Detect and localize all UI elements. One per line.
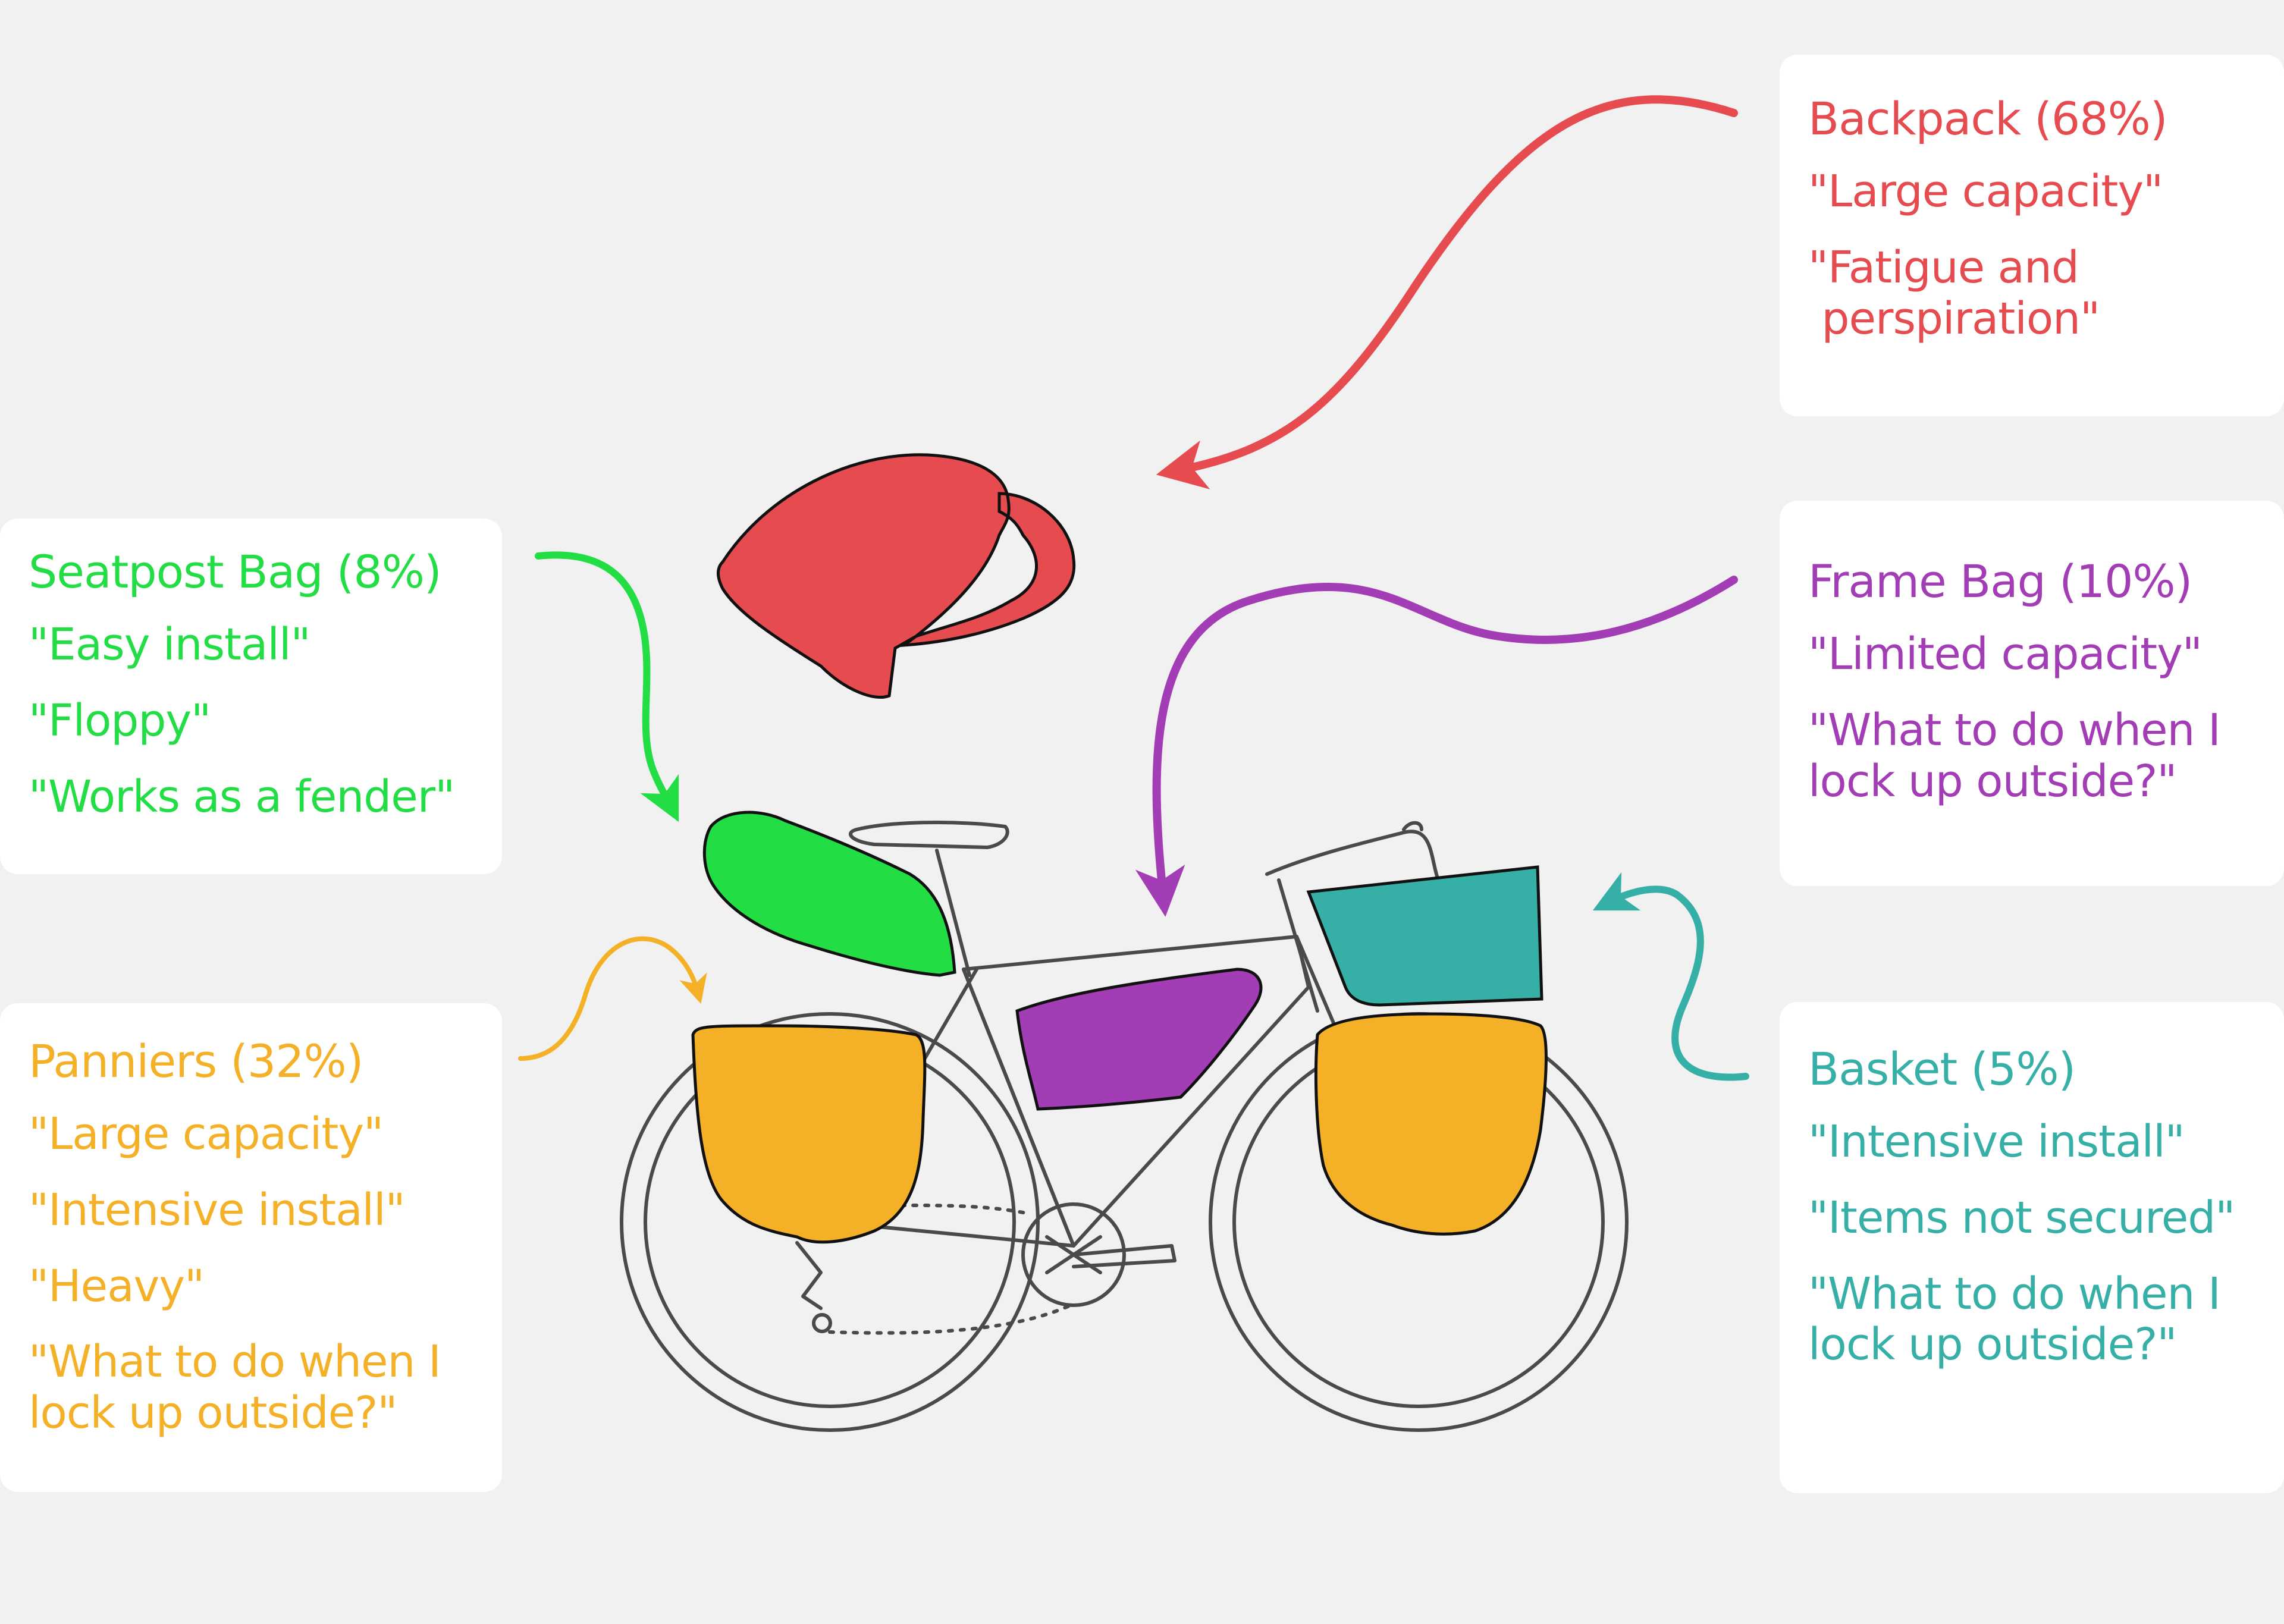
card-note: lock up outside?" [1808, 1319, 2177, 1371]
basket-card: Basket (5%) "Intensive install" "Items n… [1780, 1002, 2284, 1493]
arrow-icon [1135, 576, 1738, 917]
card-note: lock up outside?" [29, 1387, 397, 1439]
card-note: "Easy install" [29, 619, 311, 670]
seatpost-bag-card: Seatpost Bag (8%) "Easy install" "Floppy… [0, 519, 502, 874]
backpack-icon [717, 453, 1076, 699]
card-title: Backpack (68%) [1808, 92, 2168, 145]
frame-bag-icon [1015, 968, 1263, 1111]
card-title: Basket (5%) [1808, 1042, 2076, 1095]
backpack-card: Backpack (68%) "Large capacity" "Fatigue… [1780, 55, 2284, 416]
card-note: "What to do when I [1808, 1268, 2221, 1320]
card-note: "Works as a fender" [29, 771, 455, 822]
arrow-icon [1156, 95, 1738, 489]
card-note: "Limited capacity" [1808, 629, 2203, 680]
card-title: Seatpost Bag (8%) [29, 545, 442, 598]
card-note: "What to do when I [1808, 704, 2221, 756]
frame-bag-card: Frame Bag (10%) "Limited capacity" "What… [1780, 501, 2284, 886]
card-note: "Large capacity" [29, 1108, 384, 1160]
arrow-icon [535, 551, 679, 822]
arrow-icon [518, 936, 707, 1061]
card-note: "Large capacity" [1808, 166, 2163, 217]
card-note: "Intensive install" [29, 1184, 406, 1236]
card-note: "Heavy" [29, 1260, 205, 1312]
pannier-icon [1314, 1012, 1548, 1236]
seatpost-bag-icon [702, 811, 956, 977]
panniers-card: Panniers (32%) "Large capacity" "Intensi… [0, 1003, 502, 1492]
card-note: lock up outside?" [1808, 755, 2177, 807]
card-title: Frame Bag (10%) [1808, 555, 2192, 608]
arrow-icon [1592, 872, 1749, 1081]
card-note: "Intensive install" [1808, 1116, 2185, 1167]
card-note: "Fatigue and [1808, 241, 2079, 293]
card-note: "What to do when I [29, 1336, 441, 1388]
card-note: perspiration" [1808, 293, 2101, 344]
basket-icon [1306, 865, 1543, 1007]
card-title: Panniers (32%) [29, 1035, 363, 1088]
pannier-icon [691, 1024, 927, 1244]
card-note: "Floppy" [29, 695, 211, 746]
card-note: "Items not secured" [1808, 1192, 2235, 1243]
